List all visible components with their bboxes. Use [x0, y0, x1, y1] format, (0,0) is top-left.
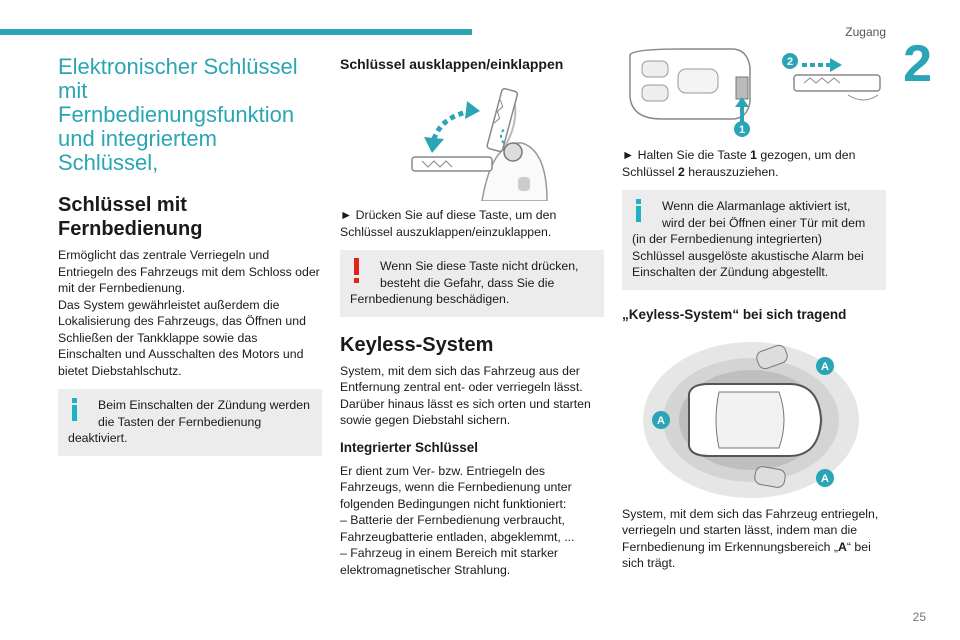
fold-key-illustration — [411, 87, 548, 201]
warning-icon — [350, 258, 372, 284]
paragraph-fold-instruction: ► Drücken Sie auf diese Taste, um den Sc… — [340, 208, 557, 239]
key-label-1: 1 — [739, 124, 745, 136]
zone-label-top: A — [821, 361, 829, 373]
zone-marker-bottom: A — [816, 468, 834, 487]
carry-text-2: “ bei sich trägt. — [622, 539, 871, 571]
column-left: Elektronischer Schlüssel mit Fernbedienu… — [58, 55, 322, 466]
detection-zone-illustration: A A A — [643, 341, 859, 498]
heading-keyless: Keyless-System — [340, 333, 494, 356]
extract-text-3: herauszuziehen. — [684, 164, 779, 179]
chapter-number: 2 — [903, 35, 932, 93]
info-text-ignition: Beim Einschalten der Zündung werden die … — [68, 398, 310, 445]
heading-carry-keyless: „Keyless-System“ bei sich tragend — [622, 306, 847, 322]
page-title: Elektronischer Schlüssel mit Fernbedienu… — [58, 54, 298, 175]
header-bar — [0, 29, 472, 35]
extract-text-2: gezogen, um den Schlüssel — [622, 148, 856, 179]
info-icon — [68, 397, 90, 423]
info-icon — [632, 198, 654, 224]
column-middle: Schlüssel ausklappen/einklappen ► Drücke… — [340, 55, 604, 584]
info-box-alarm: Wenn die Alarmanlage aktiviert ist, wird… — [622, 190, 886, 290]
extract-text-1: ► Halten Sie die Taste — [622, 148, 751, 162]
column-right: 1 2 ► Halten Sie die Taste 1 gezogen, um… — [622, 48, 886, 578]
paragraph-remote-key: Ermöglicht das zentrale Verriegeln und E… — [58, 248, 320, 378]
info-box-ignition: Beim Einschalten der Zündung werden die … — [58, 389, 322, 456]
carry-ref-a: A — [838, 539, 847, 554]
key-label-2: 2 — [787, 56, 793, 68]
warning-box-fold: Wenn Sie diese Taste nicht drücken, best… — [340, 250, 604, 317]
paragraph-keyless: System, mit dem sich das Fahrzeug aus de… — [340, 363, 591, 428]
section-title: Zugang — [845, 25, 886, 39]
zone-marker-left: A — [652, 410, 670, 429]
paragraph-carry-keyless: System, mit dem sich das Fahrzeug entrie… — [622, 506, 886, 572]
carry-text-1: System, mit dem sich das Fahrzeug entrie… — [622, 506, 879, 554]
extract-ref-1: 1 — [750, 148, 757, 162]
heading-fold-key: Schlüssel ausklappen/einklappen — [340, 56, 564, 72]
heading-integrated-key: Integrierter Schlüssel — [340, 439, 479, 455]
heading-remote-key: Schlüssel mit Fernbedienung — [58, 194, 203, 240]
paragraph-integrated-key: Er dient zum Ver- bzw. Entriegeln des Fa… — [340, 463, 575, 577]
zone-label-bottom: A — [821, 473, 829, 485]
zone-marker-top: A — [816, 356, 834, 375]
extract-ref-2: 2 — [678, 164, 685, 179]
zone-label-left: A — [657, 415, 665, 427]
page-number: 25 — [912, 610, 926, 624]
paragraph-extract-key: ► Halten Sie die Taste 1 gezogen, um den… — [622, 147, 886, 180]
extract-key-illustration: 1 2 — [629, 48, 881, 137]
info-text-alarm: Wenn die Alarmanlage aktiviert ist, wird… — [632, 199, 866, 279]
warning-text-fold: Wenn Sie diese Taste nicht drücken, best… — [350, 259, 579, 306]
